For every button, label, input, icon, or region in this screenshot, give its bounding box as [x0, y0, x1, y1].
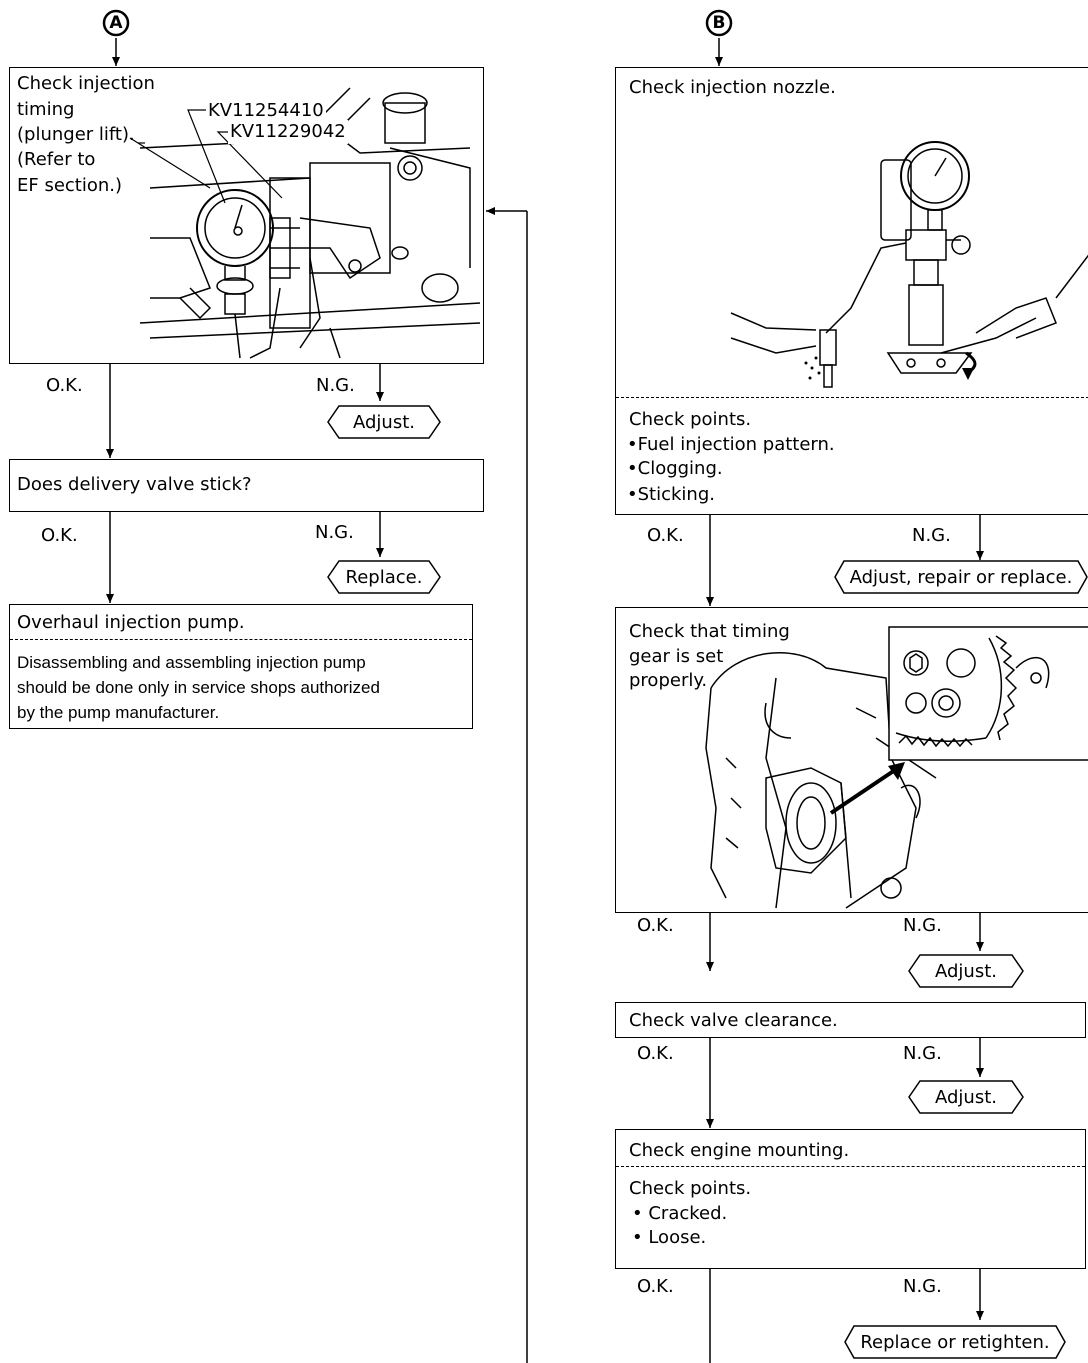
marker-b: B: [705, 9, 733, 37]
replace-retighten-label: Replace or retighten.: [860, 1331, 1050, 1353]
mounting-point-2: Loose.: [648, 1227, 707, 1248]
step1-line-5: EF section.): [17, 175, 123, 196]
nozzle-point-3: Sticking.: [637, 484, 715, 505]
nozzle-point-1: Fuel injection pattern.: [637, 434, 835, 455]
step2-text: Does delivery valve stick?: [17, 474, 252, 495]
marker-a-label: A: [109, 13, 123, 33]
bullet-icon: •: [627, 458, 638, 479]
ok-label: O.K.: [46, 375, 83, 396]
step3-note-2: should be done only in service shops aut…: [17, 678, 380, 697]
valve-clearance-box: Check valve clearance.: [615, 1002, 1086, 1038]
divider: [616, 1166, 1085, 1167]
ng-label: N.G.: [316, 375, 355, 396]
step1-line-2: timing: [17, 99, 75, 120]
mounting-title: Check engine mounting.: [629, 1140, 850, 1161]
ok-label: O.K.: [637, 1043, 674, 1064]
divider: [616, 397, 1088, 398]
ok-label: O.K.: [647, 525, 684, 546]
ok-label: O.K.: [637, 915, 674, 936]
ng-label: N.G.: [912, 525, 951, 546]
adjust-action-label: Adjust.: [353, 411, 415, 433]
marker-a: A: [102, 9, 130, 37]
ng-label: N.G.: [903, 1043, 942, 1064]
delivery-valve-box: Does delivery valve stick?: [9, 459, 484, 512]
ok-label: O.K.: [41, 525, 78, 546]
bullet-icon: •: [632, 1227, 649, 1248]
adjust-repair-replace-action: Adjust, repair or replace.: [834, 560, 1088, 594]
ng-label: N.G.: [903, 1276, 942, 1297]
step1-line-1: Check injection: [17, 73, 155, 94]
replace-action: Replace.: [327, 560, 441, 594]
check-injection-nozzle-box: Check injection nozzle.: [615, 67, 1088, 515]
tool-label-kv11229042: KV11229042: [228, 120, 348, 144]
bullet-icon: •: [632, 1203, 649, 1224]
replace-action-label: Replace.: [345, 566, 423, 588]
bullet-icon: •: [627, 484, 638, 505]
timing-gear-box: Check that timing gear is set properly.: [615, 607, 1088, 913]
step3-note-3: by the pump manufacturer.: [17, 703, 220, 722]
step3-note-1: Disassembling and assembling injection p…: [17, 653, 366, 672]
ng-label: N.G.: [903, 915, 942, 936]
timing-line-2: gear is set: [629, 645, 724, 669]
step1-line-4: (Refer to: [17, 149, 96, 170]
tool-label-kv11254410: KV11254410: [206, 99, 326, 123]
nozzle-tester-illustration: [730, 141, 1088, 388]
nozzle-title: Check injection nozzle.: [629, 77, 836, 98]
engine-mounting-box: Check engine mounting. Check points. • C…: [615, 1129, 1086, 1269]
adjust-action: Adjust.: [908, 1080, 1024, 1114]
marker-b-label: B: [712, 13, 726, 33]
nozzle-point-2: Clogging.: [637, 458, 723, 479]
replace-retighten-action: Replace or retighten.: [844, 1325, 1066, 1359]
valve-clearance-text: Check valve clearance.: [629, 1010, 838, 1031]
adjust-action-label: Adjust.: [935, 960, 997, 982]
overhaul-pump-box: Overhaul injection pump. Disassembling a…: [9, 604, 473, 729]
ok-label: O.K.: [637, 1276, 674, 1297]
nozzle-points-title: Check points.: [629, 409, 752, 430]
step1-line-3: (plunger lift).: [17, 124, 135, 145]
check-injection-timing-box: Check injection timing (plunger lift). (…: [9, 67, 484, 364]
adjust-action: Adjust.: [908, 954, 1024, 988]
timing-line-3: properly.: [629, 669, 708, 693]
adjust-action: Adjust.: [327, 405, 441, 439]
divider: [10, 639, 472, 640]
adjust-action-label: Adjust.: [935, 1086, 997, 1108]
step3-title: Overhaul injection pump.: [17, 612, 245, 633]
mounting-points-title: Check points.: [629, 1178, 752, 1199]
timing-line-1: Check that timing: [629, 620, 790, 644]
mounting-point-1: Cracked.: [648, 1203, 728, 1224]
timing-gear-illustration: [705, 626, 1088, 909]
ng-label: N.G.: [315, 522, 354, 543]
adjust-repair-replace-label: Adjust, repair or replace.: [849, 566, 1073, 588]
bullet-icon: •: [627, 434, 638, 455]
